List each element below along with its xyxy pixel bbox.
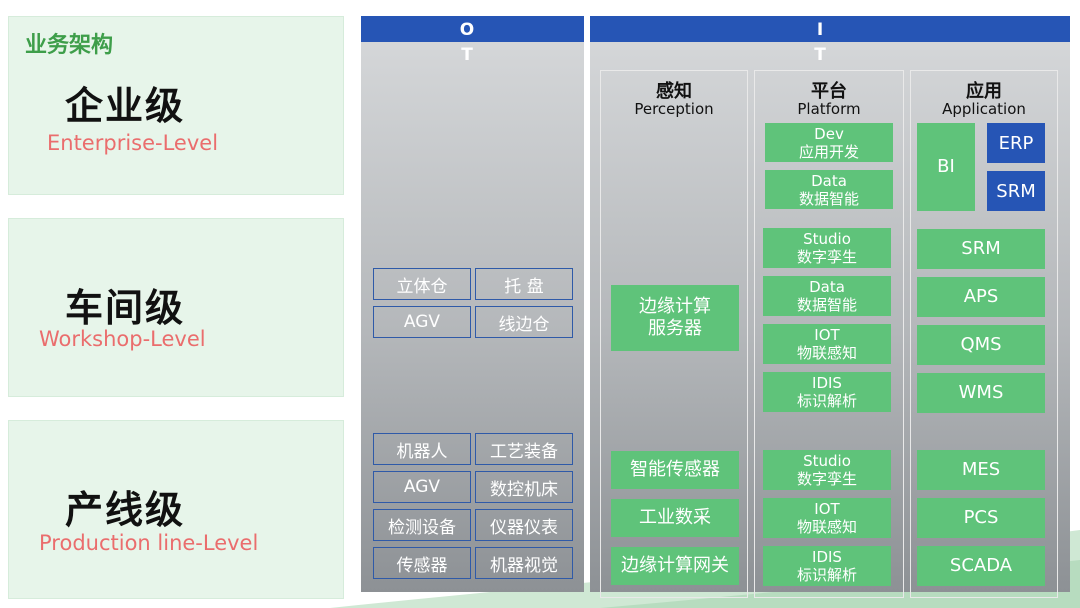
platform-studio-production-box: Studio 数字孪生 xyxy=(763,450,891,490)
platform-idis-workshop-en: IDIS xyxy=(812,374,842,392)
application-column: 应用 Application BI ERP SRM SRM APS QMS WM… xyxy=(910,70,1058,598)
it-header-bar xyxy=(590,16,1070,42)
ot-box-robot: 机器人 xyxy=(373,433,471,465)
it-letter-i: I xyxy=(816,20,824,40)
platform-studio-workshop-box: Studio 数字孪生 xyxy=(763,228,891,268)
app-srm-workshop-box: SRM xyxy=(917,229,1045,269)
platform-iot-production-zh: 物联感知 xyxy=(796,518,857,536)
industrial-data-collection-box: 工业数采 xyxy=(611,499,739,537)
ot-letter-t: T xyxy=(461,45,473,65)
app-aps-box: APS xyxy=(917,277,1045,317)
platform-dev-zh: 应用开发 xyxy=(798,142,859,161)
platform-data-workshop-en: Data xyxy=(809,278,845,296)
ot-header-bar xyxy=(361,16,584,42)
edge-computing-gateway-box: 边缘计算网关 xyxy=(611,547,739,585)
platform-iot-workshop-en: IOT xyxy=(814,326,840,344)
app-bi-box: BI xyxy=(917,123,975,211)
ot-box-cnc-machine: 数控机床 xyxy=(475,471,573,503)
platform-idis-production-box: IDIS 标识解析 xyxy=(763,546,891,586)
ot-box-stereo-warehouse: 立体仓 xyxy=(373,268,471,300)
platform-iot-workshop-zh: 物联感知 xyxy=(796,344,857,362)
platform-studio-workshop-en: Studio xyxy=(803,230,851,248)
app-wms-box: WMS xyxy=(917,373,1045,413)
workshop-level-subtitle: Workshop-Level xyxy=(39,327,206,351)
ot-box-sensor: 传感器 xyxy=(373,547,471,579)
app-pcs-box: PCS xyxy=(917,498,1045,538)
platform-data-enterprise-box: Data 数据智能 xyxy=(765,170,893,209)
platform-iot-production-en: IOT xyxy=(814,500,840,518)
ot-box-agv-production: AGV xyxy=(373,471,471,503)
it-letter-t: T xyxy=(814,45,826,65)
platform-data-workshop-zh: 数据智能 xyxy=(796,296,857,314)
ot-letter-o: O xyxy=(459,20,475,40)
perception-title: 感知 xyxy=(656,81,692,102)
workshop-level-panel: 车间级 Workshop-Level xyxy=(8,218,344,397)
production-level-subtitle: Production line-Level xyxy=(39,531,259,555)
app-erp-box: ERP xyxy=(987,123,1045,163)
platform-idis-production-en: IDIS xyxy=(812,548,842,566)
platform-iot-workshop-box: IOT 物联感知 xyxy=(763,324,891,364)
ot-box-agv-workshop: AGV xyxy=(373,306,471,338)
platform-idis-workshop-box: IDIS 标识解析 xyxy=(763,372,891,412)
platform-studio-workshop-zh: 数字孪生 xyxy=(796,248,857,266)
platform-idis-production-zh: 标识解析 xyxy=(796,566,857,584)
workshop-level-title: 车间级 xyxy=(65,286,186,330)
ot-box-instruments: 仪器仪表 xyxy=(475,509,573,541)
ot-box-testing-equipment: 检测设备 xyxy=(373,509,471,541)
app-mes-box: MES xyxy=(917,450,1045,490)
it-column: I T 感知 Perception 边缘计算 服务器 智能传感器 工业数采 边缘… xyxy=(590,16,1070,598)
platform-studio-production-en: Studio xyxy=(803,452,851,470)
perception-title-en: Perception xyxy=(634,100,714,118)
platform-dev-box: Dev 应用开发 xyxy=(765,123,893,162)
application-title: 应用 xyxy=(966,81,1002,102)
ot-box-process-equipment: 工艺装备 xyxy=(475,433,573,465)
enterprise-level-subtitle: Enterprise-Level xyxy=(47,131,219,155)
app-scada-box: SCADA xyxy=(917,546,1045,586)
ot-box-machine-vision: 机器视觉 xyxy=(475,547,573,579)
enterprise-level-panel: 业务架构 企业级 Enterprise-Level xyxy=(8,16,344,195)
app-srm-enterprise-box: SRM xyxy=(987,171,1045,211)
ot-box-pallet: 托 盘 xyxy=(475,268,573,300)
production-level-panel: 产线级 Production line-Level xyxy=(8,420,344,599)
platform-iot-production-box: IOT 物联感知 xyxy=(763,498,891,538)
platform-title-en: Platform xyxy=(797,100,861,118)
business-architecture-title: 业务架构 xyxy=(25,33,114,58)
platform-studio-production-zh: 数字孪生 xyxy=(796,470,857,488)
platform-title: 平台 xyxy=(811,81,847,102)
smart-sensor-box: 智能传感器 xyxy=(611,451,739,489)
application-title-en: Application xyxy=(942,100,1026,118)
perception-column: 感知 Perception 边缘计算 服务器 智能传感器 工业数采 边缘计算网关 xyxy=(600,70,748,598)
edge-computing-server-box: 边缘计算 服务器 xyxy=(611,285,739,351)
platform-data-enterprise-zh: 数据智能 xyxy=(798,189,859,208)
platform-column: 平台 Platform Dev 应用开发 Data 数据智能 Studio 数字… xyxy=(754,70,904,598)
app-qms-box: QMS xyxy=(917,325,1045,365)
platform-dev-en: Dev xyxy=(814,124,844,143)
platform-idis-workshop-zh: 标识解析 xyxy=(796,392,857,410)
enterprise-level-title: 企业级 xyxy=(65,84,186,128)
edge-computing-server-label-1: 边缘计算 xyxy=(639,296,711,317)
ot-column: O T 立体仓 托 盘 AGV 线边仓 机器人 工艺装备 AGV 数控机床 检测… xyxy=(361,16,584,592)
production-level-title: 产线级 xyxy=(65,488,186,532)
edge-computing-server-label-2: 服务器 xyxy=(648,318,702,339)
ot-box-line-side-warehouse: 线边仓 xyxy=(475,306,573,338)
platform-data-enterprise-en: Data xyxy=(811,171,847,190)
platform-data-workshop-box: Data 数据智能 xyxy=(763,276,891,316)
